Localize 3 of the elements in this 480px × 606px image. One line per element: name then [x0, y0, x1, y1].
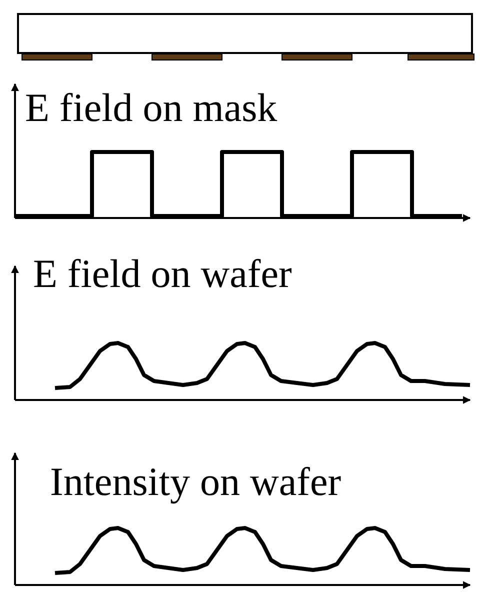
graph-title: E field on mask — [25, 86, 278, 130]
graph-title: Intensity on wafer — [50, 460, 342, 504]
graph-title: E field on wafer — [33, 252, 292, 296]
